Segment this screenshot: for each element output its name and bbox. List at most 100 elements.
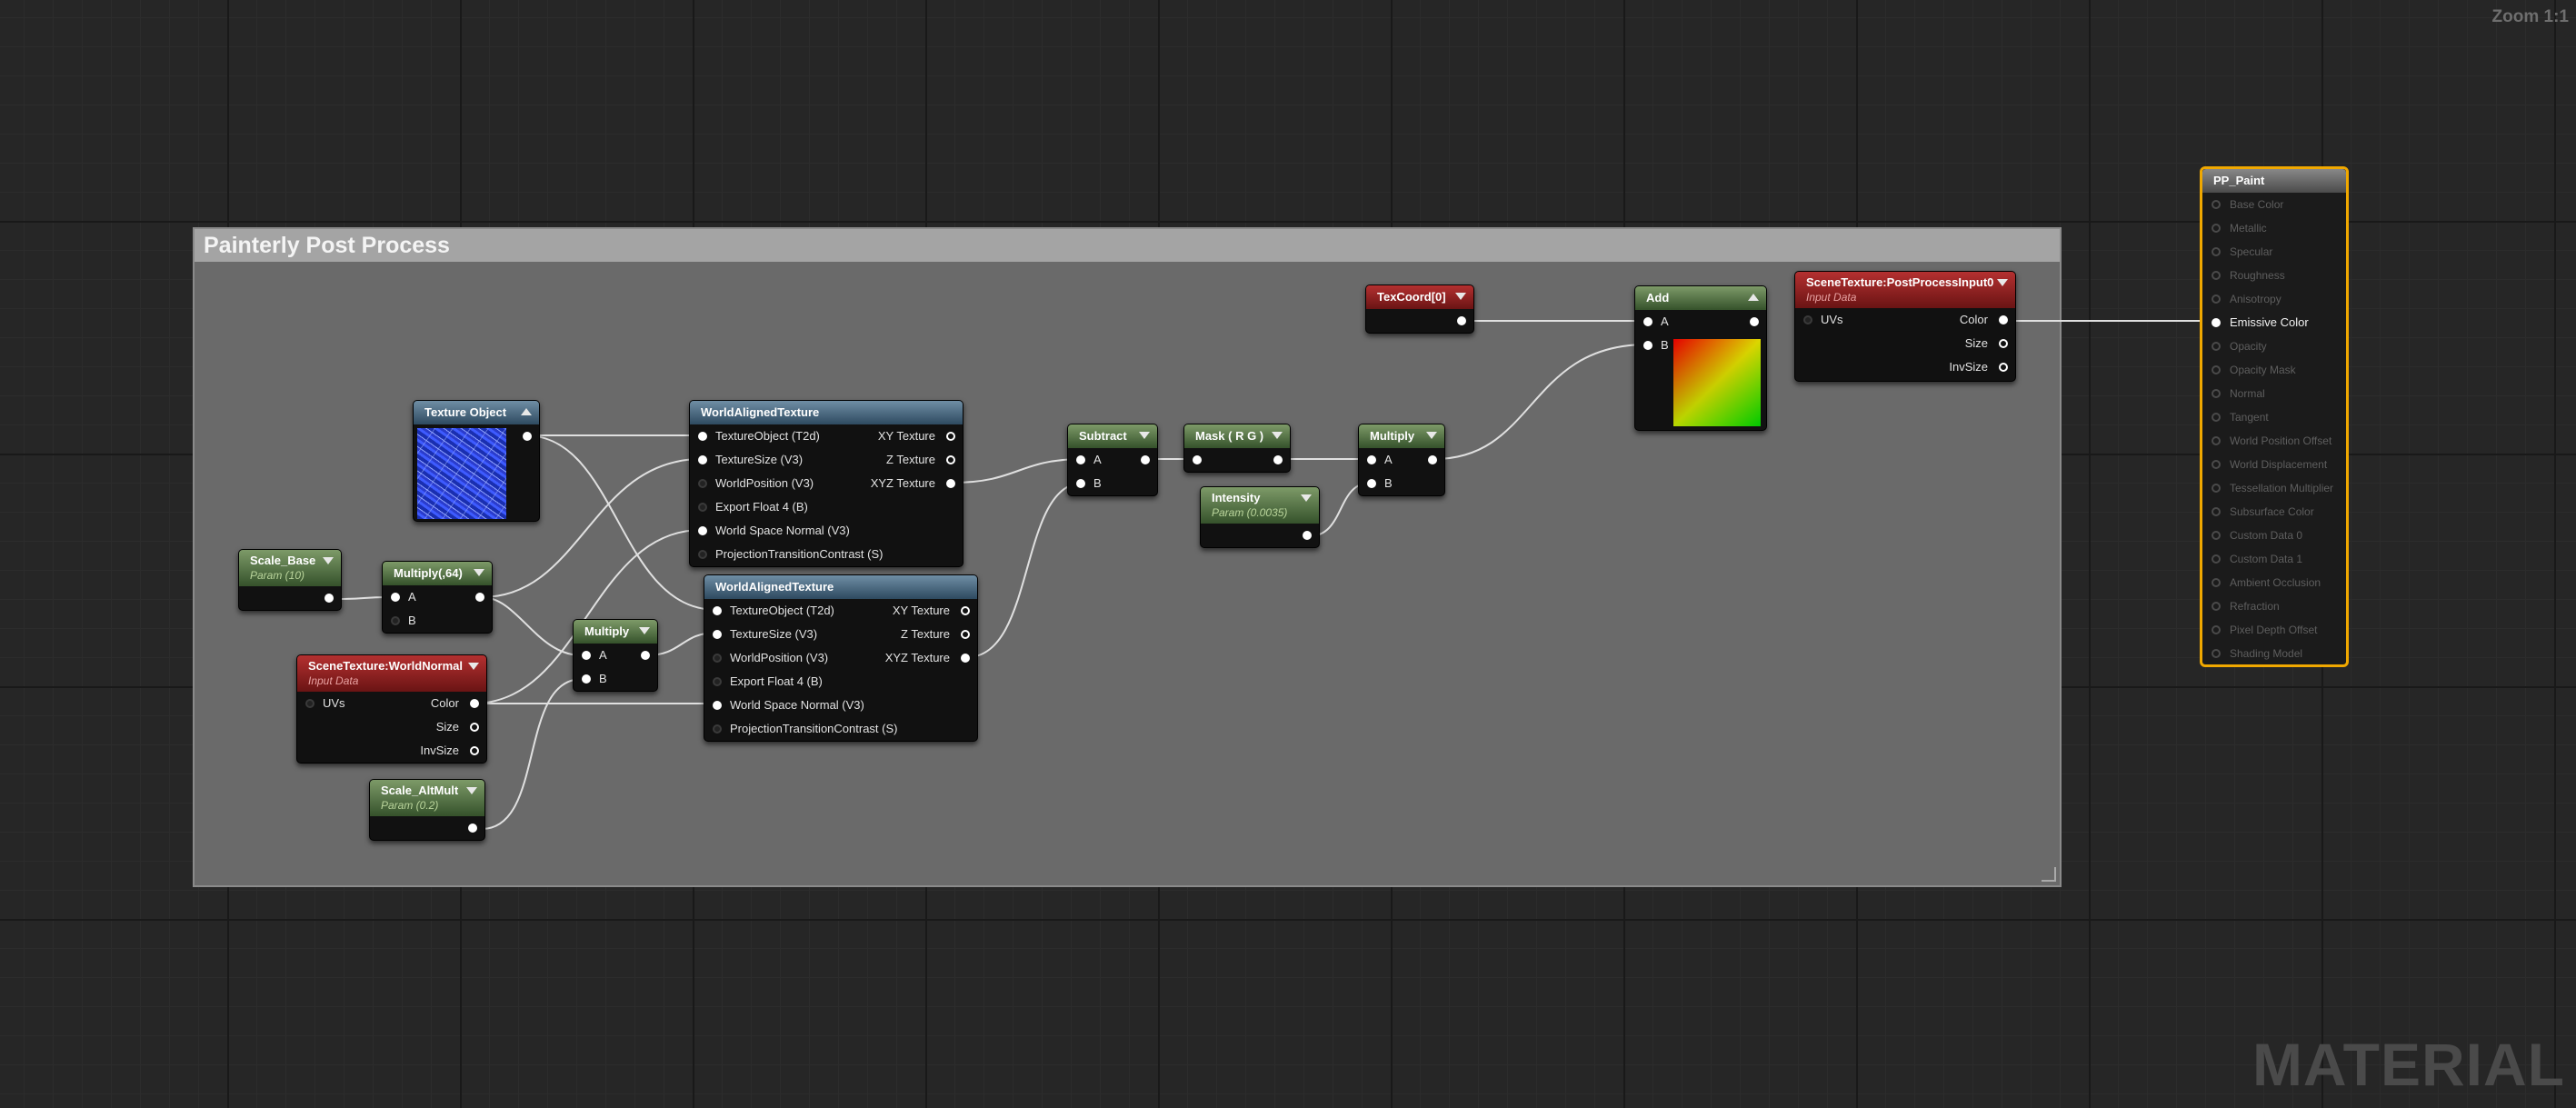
wat1-header[interactable]: WorldAlignedTexture <box>690 401 963 424</box>
input-pin[interactable] <box>2212 625 2221 634</box>
input-pin[interactable] <box>2212 318 2221 327</box>
input-pin-textureobject[interactable] <box>698 432 707 441</box>
input-pin[interactable] <box>2212 200 2221 209</box>
input-pin-a[interactable] <box>582 651 591 660</box>
input-pin-exportfloat4[interactable] <box>713 677 722 686</box>
texture-object-header[interactable]: Texture Object <box>414 401 539 424</box>
multiply-final-header[interactable]: Multiply <box>1359 424 1444 448</box>
input-pin-texturesize[interactable] <box>713 630 722 639</box>
input-pin-worldposition[interactable] <box>698 479 707 488</box>
pin-normal[interactable]: Normal <box>2202 382 2346 405</box>
input-pin[interactable] <box>2212 649 2221 658</box>
output-pin[interactable] <box>1457 316 1466 325</box>
output-pin-xy[interactable] <box>961 606 970 615</box>
pin-specular[interactable]: Specular <box>2202 240 2346 264</box>
pin-roughness[interactable]: Roughness <box>2202 264 2346 287</box>
pin-metallic[interactable]: Metallic <box>2202 216 2346 240</box>
input-pin-uvs[interactable] <box>1803 315 1812 324</box>
output-pin-invsize[interactable] <box>1999 363 2008 372</box>
pin-opacity[interactable]: Opacity <box>2202 334 2346 358</box>
input-pin[interactable] <box>2212 224 2221 233</box>
output-pin-xyz[interactable] <box>946 479 955 488</box>
wat2-header[interactable]: WorldAlignedTexture <box>704 575 977 599</box>
output-pin-xy[interactable] <box>946 432 955 441</box>
subtract-header[interactable]: Subtract <box>1068 424 1157 448</box>
input-pin[interactable] <box>2212 389 2221 398</box>
collapse-arrow-icon[interactable] <box>468 663 479 670</box>
pin-anisotropy[interactable]: Anisotropy <box>2202 287 2346 311</box>
input-pin-b[interactable] <box>1643 341 1652 350</box>
multiply-final-node[interactable]: Multiply A B <box>1358 424 1445 496</box>
pin-opacity-mask[interactable]: Opacity Mask <box>2202 358 2346 382</box>
pin-emissive-color[interactable]: Emissive Color <box>2202 311 2346 334</box>
input-pin-worldspacenormal[interactable] <box>713 701 722 710</box>
pin-pixel-depth-offset[interactable]: Pixel Depth Offset <box>2202 618 2346 642</box>
input-pin-a[interactable] <box>1076 455 1085 464</box>
comment-box-title[interactable]: Painterly Post Process <box>195 229 2060 262</box>
collapse-arrow-icon[interactable] <box>323 557 334 564</box>
output-pin-invsize[interactable] <box>470 746 479 755</box>
collapse-arrow-icon[interactable] <box>521 408 532 415</box>
world-aligned-texture-node-1[interactable]: WorldAlignedTexture TextureObject (T2d)X… <box>689 400 964 567</box>
input-pin-textureobject[interactable] <box>713 606 722 615</box>
mask-header[interactable]: Mask ( R G ) <box>1184 424 1290 448</box>
collapse-arrow-icon[interactable] <box>1301 494 1312 502</box>
input-pin[interactable] <box>2212 602 2221 611</box>
output-pin-size[interactable] <box>470 723 479 732</box>
input-pin-exportfloat4[interactable] <box>698 503 707 512</box>
input-pin[interactable] <box>2212 247 2221 256</box>
pin-refraction[interactable]: Refraction <box>2202 594 2346 618</box>
world-aligned-texture-node-2[interactable]: WorldAlignedTexture TextureObject (T2d)X… <box>704 574 978 742</box>
output-pin[interactable] <box>468 824 477 833</box>
output-pin[interactable] <box>641 651 650 660</box>
output-pin[interactable] <box>475 593 484 602</box>
material-output-node[interactable]: PP_Paint Base Color Metallic Specular Ro… <box>2200 166 2349 667</box>
output-pin[interactable] <box>1428 455 1437 464</box>
output-pin-z[interactable] <box>961 630 970 639</box>
output-pin-size[interactable] <box>1999 339 2008 348</box>
pin-custom-data-0[interactable]: Custom Data 0 <box>2202 524 2346 547</box>
multiply-64-header[interactable]: Multiply(,64) <box>383 562 492 585</box>
pin-custom-data-1[interactable]: Custom Data 1 <box>2202 547 2346 571</box>
pin-base-color[interactable]: Base Color <box>2202 193 2346 216</box>
pin-tessellation-multiplier[interactable]: Tessellation Multiplier <box>2202 476 2346 500</box>
add-node[interactable]: Add A B <box>1634 285 1767 431</box>
collapse-arrow-icon[interactable] <box>1139 432 1150 439</box>
input-pin-b[interactable] <box>391 616 400 625</box>
collapse-arrow-icon[interactable] <box>1426 432 1437 439</box>
input-pin[interactable] <box>2212 294 2221 304</box>
pin-world-displacement[interactable]: World Displacement <box>2202 453 2346 476</box>
output-pin[interactable] <box>324 594 334 603</box>
collapse-arrow-icon[interactable] <box>639 627 650 634</box>
multiply-64-node[interactable]: Multiply(,64) A B <box>382 561 493 634</box>
input-pin[interactable] <box>2212 271 2221 280</box>
output-pin[interactable] <box>1141 455 1150 464</box>
pin-world-position-offset[interactable]: World Position Offset <box>2202 429 2346 453</box>
input-pin-worldposition[interactable] <box>713 654 722 663</box>
multiply-node[interactable]: Multiply A B <box>573 619 658 692</box>
collapse-arrow-icon[interactable] <box>1748 294 1759 301</box>
input-pin[interactable] <box>2212 413 2221 422</box>
output-pin[interactable] <box>1303 531 1312 540</box>
texcoord-header[interactable]: TexCoord[0] <box>1366 285 1473 309</box>
pin-subsurface-color[interactable]: Subsurface Color <box>2202 500 2346 524</box>
input-pin[interactable] <box>2212 460 2221 469</box>
input-pin-texturesize[interactable] <box>698 455 707 464</box>
add-header[interactable]: Add <box>1635 286 1766 310</box>
input-pin[interactable] <box>2212 554 2221 564</box>
subtract-node[interactable]: Subtract A B <box>1067 424 1158 496</box>
texcoord-node[interactable]: TexCoord[0] <box>1365 284 1474 334</box>
output-pin[interactable] <box>1750 317 1759 326</box>
pin-shading-model[interactable]: Shading Model <box>2202 642 2346 665</box>
texture-output-pin[interactable] <box>523 432 532 441</box>
output-pin-xyz[interactable] <box>961 654 970 663</box>
input-pin[interactable] <box>2212 436 2221 445</box>
input-pin-worldspacenormal[interactable] <box>698 526 707 535</box>
input-pin-a[interactable] <box>1643 317 1652 326</box>
